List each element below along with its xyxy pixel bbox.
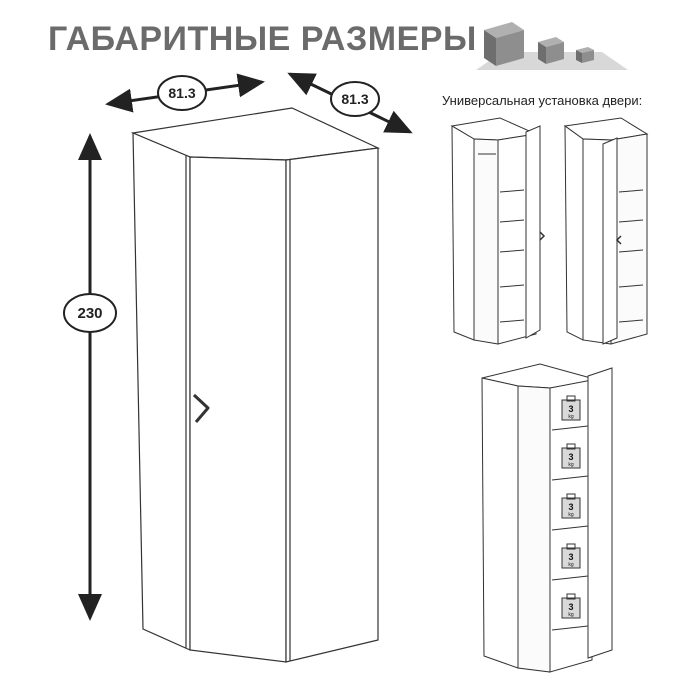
weight-icon: 3 kg: [561, 593, 581, 619]
weight-value: 3: [568, 452, 573, 462]
depth-label: 81.3: [341, 91, 368, 107]
height-label-circle: [63, 293, 117, 333]
weight-value: 3: [568, 552, 573, 562]
weight-icon: 3 kg: [561, 395, 581, 421]
door-handle: [192, 393, 210, 423]
page-title: ГАБАРИТНЫЕ РАЗМЕРЫ: [48, 20, 477, 58]
door-installation-note: Универсальная установка двери:: [442, 93, 643, 108]
weight-unit: kg: [568, 562, 574, 568]
depth-label-circle: [330, 81, 380, 117]
weight-icon: 3 kg: [561, 543, 581, 569]
weight-unit: kg: [568, 612, 574, 618]
weight-value: 3: [568, 404, 573, 414]
corner-wardrobe: [130, 107, 381, 663]
weight-unit: kg: [568, 414, 574, 420]
weight-value: 3: [568, 602, 573, 612]
weight-icons: 3 kg 3 kg 3 kg 3 kg 3 kg: [561, 395, 581, 619]
weight-unit: kg: [568, 512, 574, 518]
cubes-icon: [476, 22, 628, 70]
shelf-load-diagram: 3 kg 3 kg 3 kg 3 kg 3 kg: [481, 363, 613, 673]
weight-unit: kg: [568, 462, 574, 468]
width-label: 81.3: [168, 85, 195, 101]
weight-icon: 3 kg: [561, 493, 581, 519]
door-variant-left: [450, 117, 546, 345]
weight-value: 3: [568, 502, 573, 512]
height-label: 230: [77, 305, 102, 322]
width-label-circle: [157, 75, 207, 111]
door-variant-right: [563, 117, 649, 345]
weight-icon: 3 kg: [561, 443, 581, 469]
